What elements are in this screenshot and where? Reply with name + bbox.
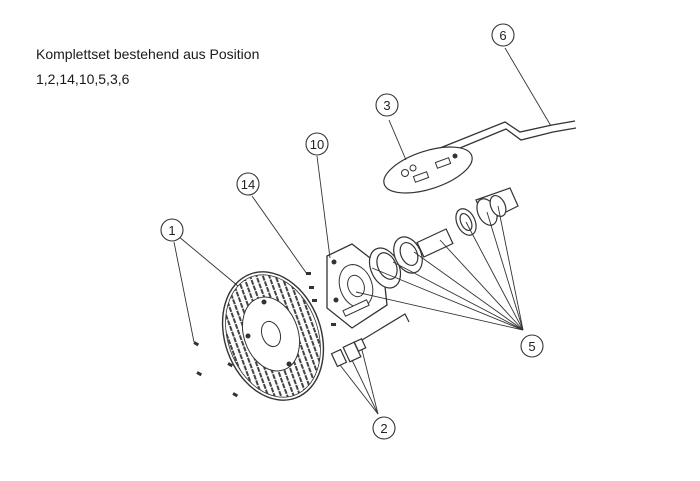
callout-2: 2 [372, 416, 396, 440]
svg-text:5: 5 [528, 339, 535, 354]
part-3-plate [383, 146, 473, 194]
svg-text:6: 6 [499, 28, 506, 43]
part-6-tube [439, 120, 577, 156]
svg-text:14: 14 [241, 177, 255, 192]
svg-text:3: 3 [383, 98, 390, 113]
svg-text:10: 10 [310, 137, 324, 152]
callout-1: 1 [160, 218, 184, 242]
part-2-connectors [330, 313, 410, 368]
callout-5: 5 [520, 334, 544, 358]
screws [193, 341, 239, 398]
callout-10: 10 [305, 132, 329, 156]
leader-lines [173, 47, 552, 415]
svg-text:1: 1 [168, 223, 175, 238]
svg-text:2: 2 [380, 421, 387, 436]
callout-6: 6 [491, 23, 515, 47]
part-10-plate [326, 243, 388, 329]
callout-3: 3 [375, 93, 399, 117]
callout-14: 14 [236, 172, 260, 196]
part-1-cover [221, 271, 325, 401]
caption-title: Komplettset bestehend aus Position [36, 46, 260, 62]
caption-positions: 1,2,14,10,5,3,6 [36, 71, 130, 87]
